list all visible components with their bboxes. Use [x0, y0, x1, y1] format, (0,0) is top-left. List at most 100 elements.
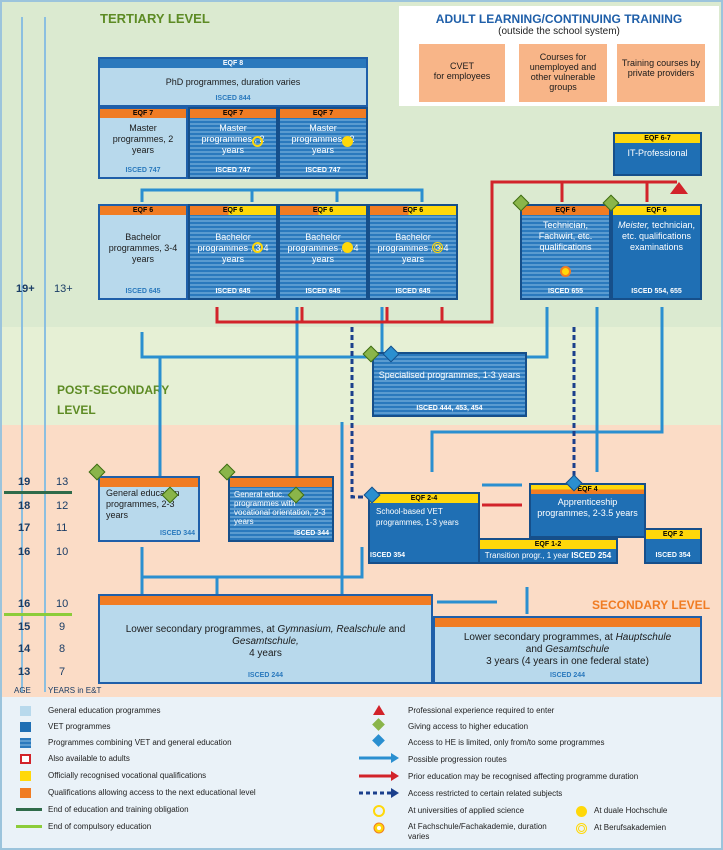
school-vet-box: EQF 2-4 School-based VET programmes, 1-3…	[368, 492, 480, 564]
training-box: Training courses by private providers	[617, 44, 705, 102]
legend-vet-swatch	[20, 722, 31, 732]
technician-box: EQF 6 Technician, Fachwirt, etc. qualifi…	[520, 204, 611, 300]
technician-title: Technician, Fachwirt, etc. qualification…	[538, 220, 593, 252]
age-16: 16	[18, 546, 31, 558]
master-2-isced: ISCED 747	[215, 167, 251, 174]
apprenticeship-box: EQF 4 Apprenticeship programmes, 2-3.5 y…	[529, 483, 646, 538]
university-applied-science-marker	[252, 242, 263, 253]
year-13plus: 13+	[54, 283, 73, 295]
general-education-title: General education programmes, 2-3 years	[106, 488, 180, 520]
phd-title: PhD programmes, duration varies	[165, 77, 301, 87]
legend-duale-symbol	[576, 806, 587, 817]
legend-restricted: Access restricted to certain related sub…	[408, 789, 563, 798]
post-secondary-label: POST-SECONDARY	[57, 383, 170, 397]
master-box-1: EQF 7 Master programmes, 2 years ISCED 7…	[98, 107, 188, 179]
it-title: IT-Professional	[627, 148, 688, 158]
master-2-eqf: EQF 7	[190, 109, 276, 118]
lower-secondary-2-box: Lower secondary programmes, at Hauptschu…	[433, 616, 702, 684]
school-vet-title: School-based VET programmes, 1-3 years	[376, 507, 459, 527]
bachelor-1-isced: ISCED 645	[125, 288, 161, 295]
lower-secondary-2-em1: Hauptschule	[615, 632, 672, 643]
adult-learning-panel: ADULT LEARNING/CONTINUING TRAINING (outs…	[399, 6, 719, 106]
transition-row: Transition progr., 1 year ISCED 254	[480, 540, 616, 560]
bachelor-3-title: Bachelor programmes , 3-4 years	[287, 232, 359, 264]
age-18: 18	[18, 500, 31, 512]
bachelor-3-eqf: EQF 6	[280, 206, 366, 215]
end-training-obligation-line	[4, 491, 72, 494]
legend-qualifications-swatch	[20, 788, 31, 798]
transition-isced: ISCED 254	[571, 551, 612, 560]
lower-secondary-2-mid: and	[525, 644, 543, 655]
general-vocational-header	[230, 478, 332, 487]
meister-isced: ISCED 554, 655	[631, 288, 682, 295]
technician-isced: ISCED 655	[547, 288, 584, 295]
adult-subtitle: (outside the school system)	[498, 26, 620, 37]
general-education-header	[100, 478, 198, 487]
specialised-box: Specialised programmes, 1-3 years ISCED …	[372, 352, 527, 417]
year-11: 11	[56, 522, 68, 534]
secondary-level-label: SECONDARY LEVEL	[592, 598, 711, 612]
post-secondary-band	[2, 327, 721, 425]
legend-obligation-line	[16, 808, 42, 811]
legend-berufsakademie-symbol	[576, 823, 587, 834]
master-box-2: EQF 7 Master programmes , 2 years ISCED …	[188, 107, 278, 179]
meister-box: EQF 6 Meister, technician, etc. qualific…	[611, 204, 702, 300]
duale-hochschule-marker	[342, 242, 353, 253]
meister-title: technician, etc. qualifications examinat…	[621, 220, 696, 252]
legend-symbols	[359, 705, 399, 834]
adult-title: ADULT LEARNING/CONTINUING TRAINING	[435, 12, 683, 26]
year-8: 8	[59, 643, 66, 655]
master-3-eqf: EQF 7	[280, 109, 366, 118]
master-1-isced: ISCED 747	[125, 167, 161, 174]
legend: General education programmes VET program…	[2, 697, 721, 848]
legend-compulsory-line	[16, 825, 42, 828]
age-17: 17	[18, 522, 31, 534]
bachelor-1-title: Bachelor programmes, 3-4 years	[108, 232, 178, 264]
lower-secondary-1-isced: ISCED 244	[247, 672, 284, 679]
legend-general: General education programmes	[48, 706, 161, 715]
lower-secondary-1-title: Lower secondary programmes, at	[125, 624, 275, 635]
age-13: 13	[18, 666, 31, 678]
bachelor-2-title: Bachelor programmes , 3-4 years	[197, 232, 269, 264]
legend-access-limited: Access to HE is limited, only from/to so…	[408, 738, 605, 747]
tertiary-level-label: TERTIARY LEVEL	[100, 11, 210, 26]
legend-prior-education: Prior education may be recognised affect…	[408, 772, 639, 781]
general-vocational-title: General educ. programmes with vocational…	[234, 490, 326, 526]
transition-box: EQF 1-2 Transition progr., 1 year ISCED …	[478, 538, 618, 564]
university-applied-science-marker	[252, 136, 263, 147]
bachelor-1-eqf: EQF 6	[100, 206, 186, 215]
specialised-isced: ISCED 444, 453, 454	[416, 405, 483, 412]
age-16-lower: 16	[18, 598, 31, 610]
year-7: 7	[59, 666, 66, 678]
legend-duale: At duale Hochschule	[594, 806, 668, 815]
lower-secondary-1-text: Lower secondary programmes, at Gymnasium…	[100, 596, 431, 660]
legend-compulsory: End of compulsory education	[48, 822, 152, 831]
apprenticeship-eqf: EQF 4	[531, 485, 644, 494]
bachelor-4-title: Bachelor programmes , 3-4 years	[377, 232, 449, 264]
specialised-title: Specialised programmes, 1-3 years	[378, 370, 521, 380]
school-vet-eqf: EQF 2-4	[370, 494, 478, 503]
lower-secondary-2-title: Lower secondary programmes, at	[463, 632, 613, 643]
bachelor-2-isced: ISCED 645	[215, 288, 251, 295]
legend-adults-swatch	[20, 754, 31, 764]
bachelor-box-4: EQF 6 Bachelor programmes , 3-4 years IS…	[368, 204, 458, 300]
phd-eqf: EQF 8	[100, 59, 366, 68]
legend-progression: Possible progression routes	[408, 755, 507, 764]
technician-eqf: EQF 6	[522, 206, 609, 215]
transition-eqf: EQF 1-2	[480, 540, 616, 549]
age-15: 15	[18, 621, 31, 633]
bachelor-box-1: EQF 6 Bachelor programmes, 3-4 years ISC…	[98, 204, 188, 300]
apprenticeship-title: Apprenticeship programmes, 2-3.5 years	[537, 497, 638, 518]
school-vet-isced: ISCED 354	[370, 552, 406, 559]
lower-secondary-1-tail: 4 years	[249, 648, 282, 659]
legend-qualifications: Qualifications allowing access to the ne…	[48, 788, 256, 797]
berufsakademie-marker	[432, 242, 443, 253]
legend-applied-science: At universities of applied science	[408, 806, 525, 815]
legend-combined: Programmes combining VET and general edu…	[48, 738, 232, 747]
lower-secondary-1-em2: Gesamtschule,	[232, 636, 299, 647]
lower-secondary-1-em1: Gymnasium, Realschule	[277, 624, 386, 635]
master-2-title: Master programmes , 2 years	[201, 123, 265, 155]
legend-recognised-swatch	[20, 771, 31, 781]
eqf2-isced: ISCED 354	[655, 552, 691, 559]
